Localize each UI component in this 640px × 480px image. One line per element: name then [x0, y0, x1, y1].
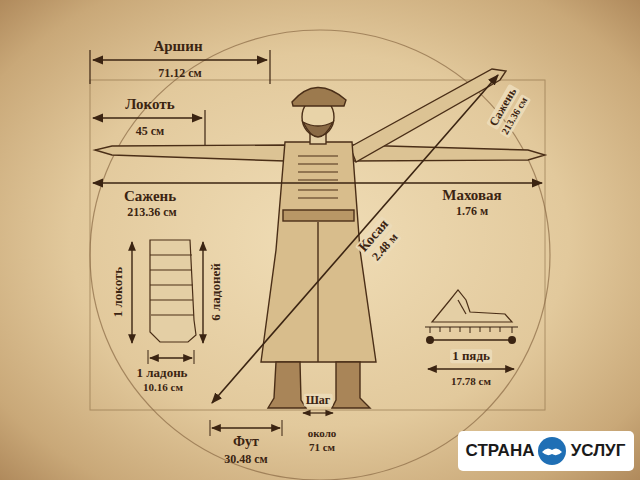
- coat-frogging: [298, 156, 338, 198]
- hand-drawing: [432, 290, 512, 322]
- measure-name: Сажень: [122, 189, 178, 205]
- measure-name: 1 локоть: [111, 265, 125, 319]
- ruler-ticks: [430, 327, 512, 333]
- measure-value: около: [306, 428, 339, 440]
- man-figure: [95, 69, 545, 408]
- measure-name: Маховая: [440, 188, 503, 204]
- measure-value: 213.36 см: [125, 206, 179, 219]
- forearm-drawing: [150, 240, 196, 342]
- measure-name: Аршин: [151, 39, 204, 55]
- measure-value: 30.48 см: [222, 453, 270, 466]
- watermark-logo: [538, 437, 566, 465]
- watermark-text: СТРАНА: [464, 442, 537, 460]
- measure-name: Шаг: [304, 394, 333, 407]
- lokot-line: [93, 117, 202, 119]
- measure-value: 10.16 см: [141, 382, 185, 394]
- measure-name: 6 ладоней: [209, 261, 223, 322]
- measure-name: 1 пядь: [450, 349, 492, 363]
- measure-value: 17.78 см: [449, 376, 493, 388]
- circle: [90, 30, 550, 480]
- watermark-text: УСЛУГ: [569, 442, 628, 460]
- watermark-box: [458, 431, 634, 471]
- kosaya-line: [212, 75, 498, 403]
- measure-value: 45 см: [134, 125, 167, 138]
- measure-name: Фут: [231, 435, 261, 450]
- frame: [90, 80, 545, 410]
- sazhen-line: [93, 182, 542, 184]
- measure-name: 1 ладонь: [135, 366, 190, 380]
- measure-value: 71.12 см: [156, 67, 204, 80]
- measure-name: Локоть: [123, 97, 176, 113]
- measure-value: 1.76 м: [454, 205, 490, 218]
- arshin-line: [93, 59, 267, 61]
- measure-value: 71 см: [307, 442, 337, 454]
